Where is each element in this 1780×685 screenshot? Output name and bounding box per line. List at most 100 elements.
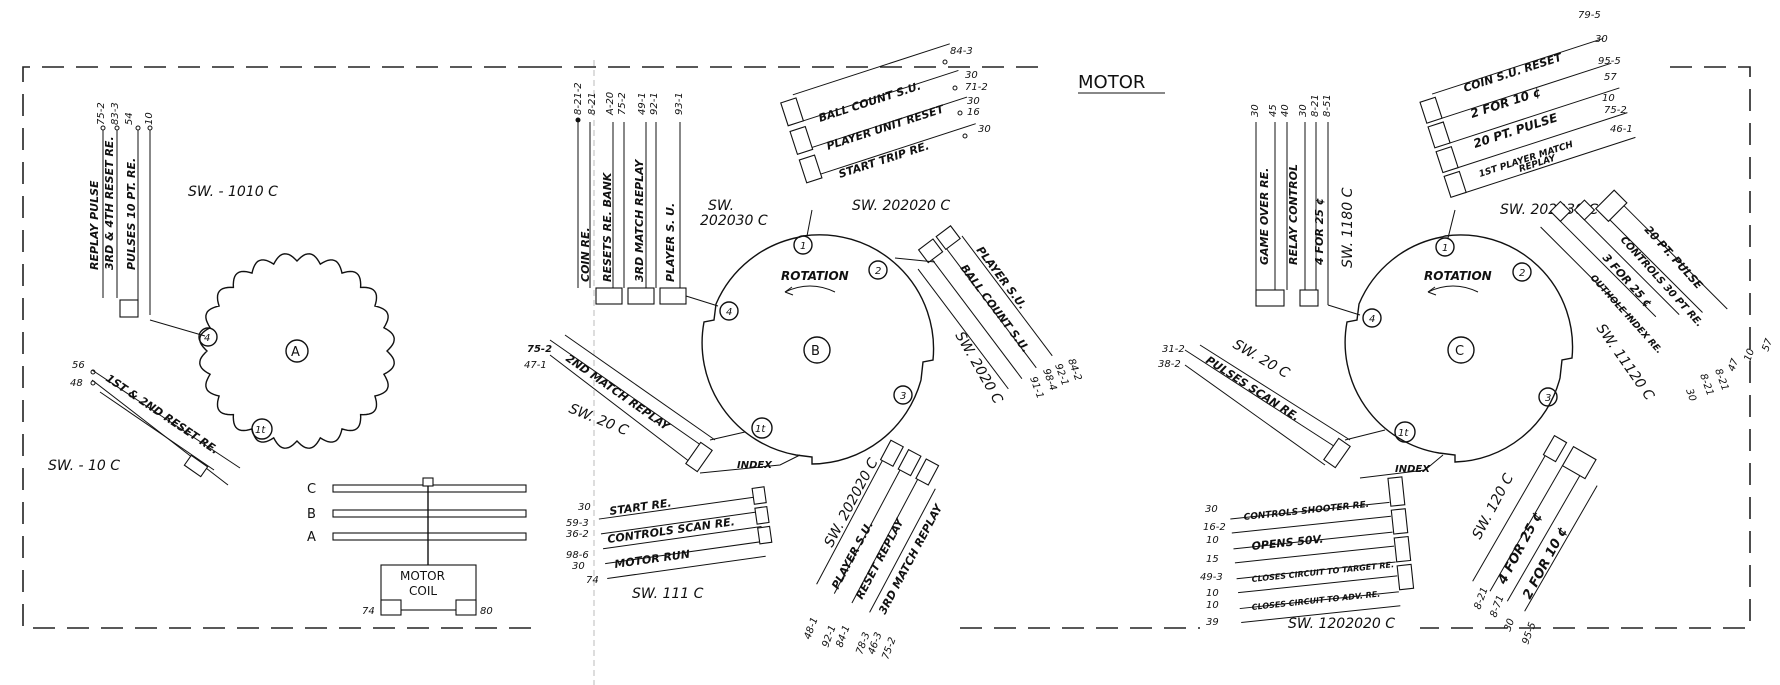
cam-b-position-2: 2 <box>875 266 881 277</box>
b-tr-term-2: 30 <box>965 70 978 81</box>
cam-c-outline <box>1344 234 1574 463</box>
b-tr-term-4: 30 <box>967 96 980 107</box>
b-right-term-4: 91-1 <box>1027 375 1045 400</box>
a-top-term-2: 83-3 <box>110 102 121 125</box>
c-bl-label-3: CLOSES CIRCUIT TO TARGET RE. <box>1251 560 1394 584</box>
cam-a-label: A <box>291 345 300 360</box>
c-br-term-3: 30 <box>1502 617 1517 633</box>
a-top-term-1: 75-2 <box>96 102 107 125</box>
motor-assembly: C B A MOTOR COIL 74 80 <box>307 477 527 617</box>
c-right-term-4: 8-21 <box>1712 367 1730 392</box>
switch-b-right: PLAYER S.U. BALL COUNT S.U. 84-2 92-1 98… <box>894 225 1083 407</box>
cam-b-position-4: 4 <box>726 307 732 318</box>
c-left-term-1: 31-2 <box>1162 344 1185 355</box>
b-tr-term-3: 71-2 <box>965 82 988 93</box>
a-bottom-term-2: 48 <box>70 378 83 389</box>
b-br-term-1: 48-1 <box>802 616 820 641</box>
switch-b-top-left: 8-21-2 8-21 A-20 75-2 49-1 92-1 93-1 COI… <box>573 82 768 307</box>
switch-b-top-right-name: SW. 202020 C <box>852 198 950 214</box>
c-right-term-1: 57 <box>1760 337 1775 353</box>
c-tl-term-3: 40 <box>1280 104 1291 117</box>
c-tl-label-3: 4 FOR 25 ¢ <box>1313 198 1326 266</box>
c-right-term-5: 8-21 <box>1697 372 1715 397</box>
cam-b-position-3: 3 <box>900 391 906 402</box>
switch-b-left: 75-2 47-1 2ND MATCH REPLAY SW. 20 C <box>524 334 746 473</box>
cam-b-position-1: 1 <box>800 241 806 252</box>
c-tr-term-5: 10 <box>1602 93 1615 104</box>
b-tl-term-4: 75-2 <box>617 92 628 115</box>
motor-coil-label-1: MOTOR <box>400 569 445 583</box>
switch-c-bottom-left: 30 16-2 10 15 49-3 10 10 39 CONTROLS SHO… <box>1200 476 1415 632</box>
b-bl-label-1: START RE. <box>609 496 673 518</box>
a-top-term-4: 10 <box>144 112 155 125</box>
switch-c-bottom-left-name: SW. 1202020 C <box>1288 616 1395 632</box>
c-bl-term-8: 39 <box>1206 617 1219 628</box>
diagram-title: MOTOR <box>1078 72 1145 93</box>
c-br-term-2: 8-71 <box>1488 594 1506 619</box>
switch-b-bottom-left-name: SW. 111 C <box>632 586 704 602</box>
cam-a-position-1t: 1t <box>255 425 266 436</box>
motor-terminal-80: 80 <box>480 606 493 617</box>
c-tr-term-6: 75-2 <box>1604 105 1627 116</box>
b-tr-term-5: 16 <box>967 107 980 118</box>
c-bl-term-5: 49-3 <box>1200 572 1223 583</box>
a-bottom-term-1: 56 <box>72 360 85 371</box>
c-bl-label-2: OPENS 50V. <box>1251 533 1324 553</box>
switch-a-top-name: SW. - 1010 C <box>188 184 278 200</box>
c-tr-term-7: 46-1 <box>1610 124 1633 135</box>
c-tr-label-1: COIN S.U. RESET <box>1462 50 1565 95</box>
b-tl-label-1: COIN RE. <box>579 227 592 282</box>
b-tl-term-6: 92-1 <box>649 92 660 115</box>
cam-b-index-label: INDEX <box>737 460 773 471</box>
c-right-term-2: 10 <box>1742 347 1757 363</box>
b-bl-term-5: 30 <box>572 561 585 572</box>
cam-a-position-4: 4 <box>204 333 210 344</box>
switch-b-bottom-left: 30 59-3 36-2 98-6 30 74 START RE. CONTRO… <box>566 486 773 602</box>
cam-a: A 4 1t <box>198 253 395 449</box>
b-bl-term-1: 30 <box>578 502 591 513</box>
c-tl-term-1: 30 <box>1250 104 1261 117</box>
a-bottom-label: 1ST & 2ND RESET RE. <box>103 372 221 457</box>
b-tl-term-2: 8-21 <box>587 92 598 115</box>
b-bl-term-3: 36-2 <box>566 529 589 540</box>
a-top-label-1: REPLAY PULSE <box>88 180 101 270</box>
shaft-label-b: B <box>307 507 316 522</box>
switch-a-bottom: 56 48 1ST & 2ND RESET RE. SW. - 10 C <box>48 360 241 486</box>
b-bl-label-3: MOTOR RUN <box>614 548 691 571</box>
switch-b-top-right: 84-3 30 71-2 30 16 30 BALL COUNT S.U. PL… <box>780 43 991 237</box>
b-left-term-1: 75-2 <box>527 344 552 355</box>
a-top-label-2: 3RD & 4TH RESET RE. <box>103 136 116 270</box>
b-bl-term-6: 74 <box>586 575 599 586</box>
switch-c-bottom-right: 4 FOR 25 ¢ 2 FOR 10 ¢ 8-21 8-71 30 95-5 … <box>1469 434 1598 646</box>
b-tl-label-4: PLAYER S. U. <box>664 203 677 282</box>
b-tl-term-1: 8-21-2 <box>573 82 584 115</box>
switch-a-top: 75-2 83-3 54 10 REPLAY PULSE 3RD & 4TH R… <box>88 102 278 337</box>
switch-a-bottom-name: SW. - 10 C <box>48 458 120 474</box>
b-tl-label-2: RESETS RE. BANK <box>601 171 614 282</box>
b-left-term-2: 47-1 <box>524 360 547 371</box>
c-br-term-1: 8-21 <box>1472 586 1490 611</box>
c-right-term-3: 47 <box>1726 357 1741 373</box>
cam-c: C ROTATION 1 2 3 4 1t INDEX <box>1344 234 1574 479</box>
switch-b-right-name: SW. 2020 C <box>952 329 1006 407</box>
shaft-label-c: C <box>307 482 316 497</box>
switch-b-top-left-name-1: SW. <box>708 198 734 214</box>
c-bl-term-2: 16-2 <box>1203 522 1226 533</box>
cam-c-rotation-label: ROTATION <box>1424 269 1492 283</box>
cam-c-index-label: INDEX <box>1395 464 1431 475</box>
cam-b-label: B <box>811 344 820 359</box>
cam-b-position-1t: 1t <box>755 424 766 435</box>
c-tl-label-1: GAME OVER RE. <box>1258 168 1271 265</box>
b-tl-label-3: 3RD MATCH REPLAY <box>633 159 646 282</box>
b-bl-term-4: 98-6 <box>566 550 589 561</box>
c-tl-term-5: 8-21 <box>1310 94 1321 117</box>
c-tr-term-2: 30 <box>1595 34 1608 45</box>
switch-b-left-name: SW. 20 C <box>567 401 631 439</box>
c-tr-term-4: 57 <box>1604 72 1617 83</box>
c-tl-term-4: 30 <box>1298 104 1309 117</box>
cam-c-label: C <box>1455 344 1464 359</box>
motor-coil-label-2: COIL <box>409 584 437 598</box>
cam-c-position-4: 4 <box>1369 314 1375 325</box>
c-bl-term-7: 10 <box>1206 600 1219 611</box>
